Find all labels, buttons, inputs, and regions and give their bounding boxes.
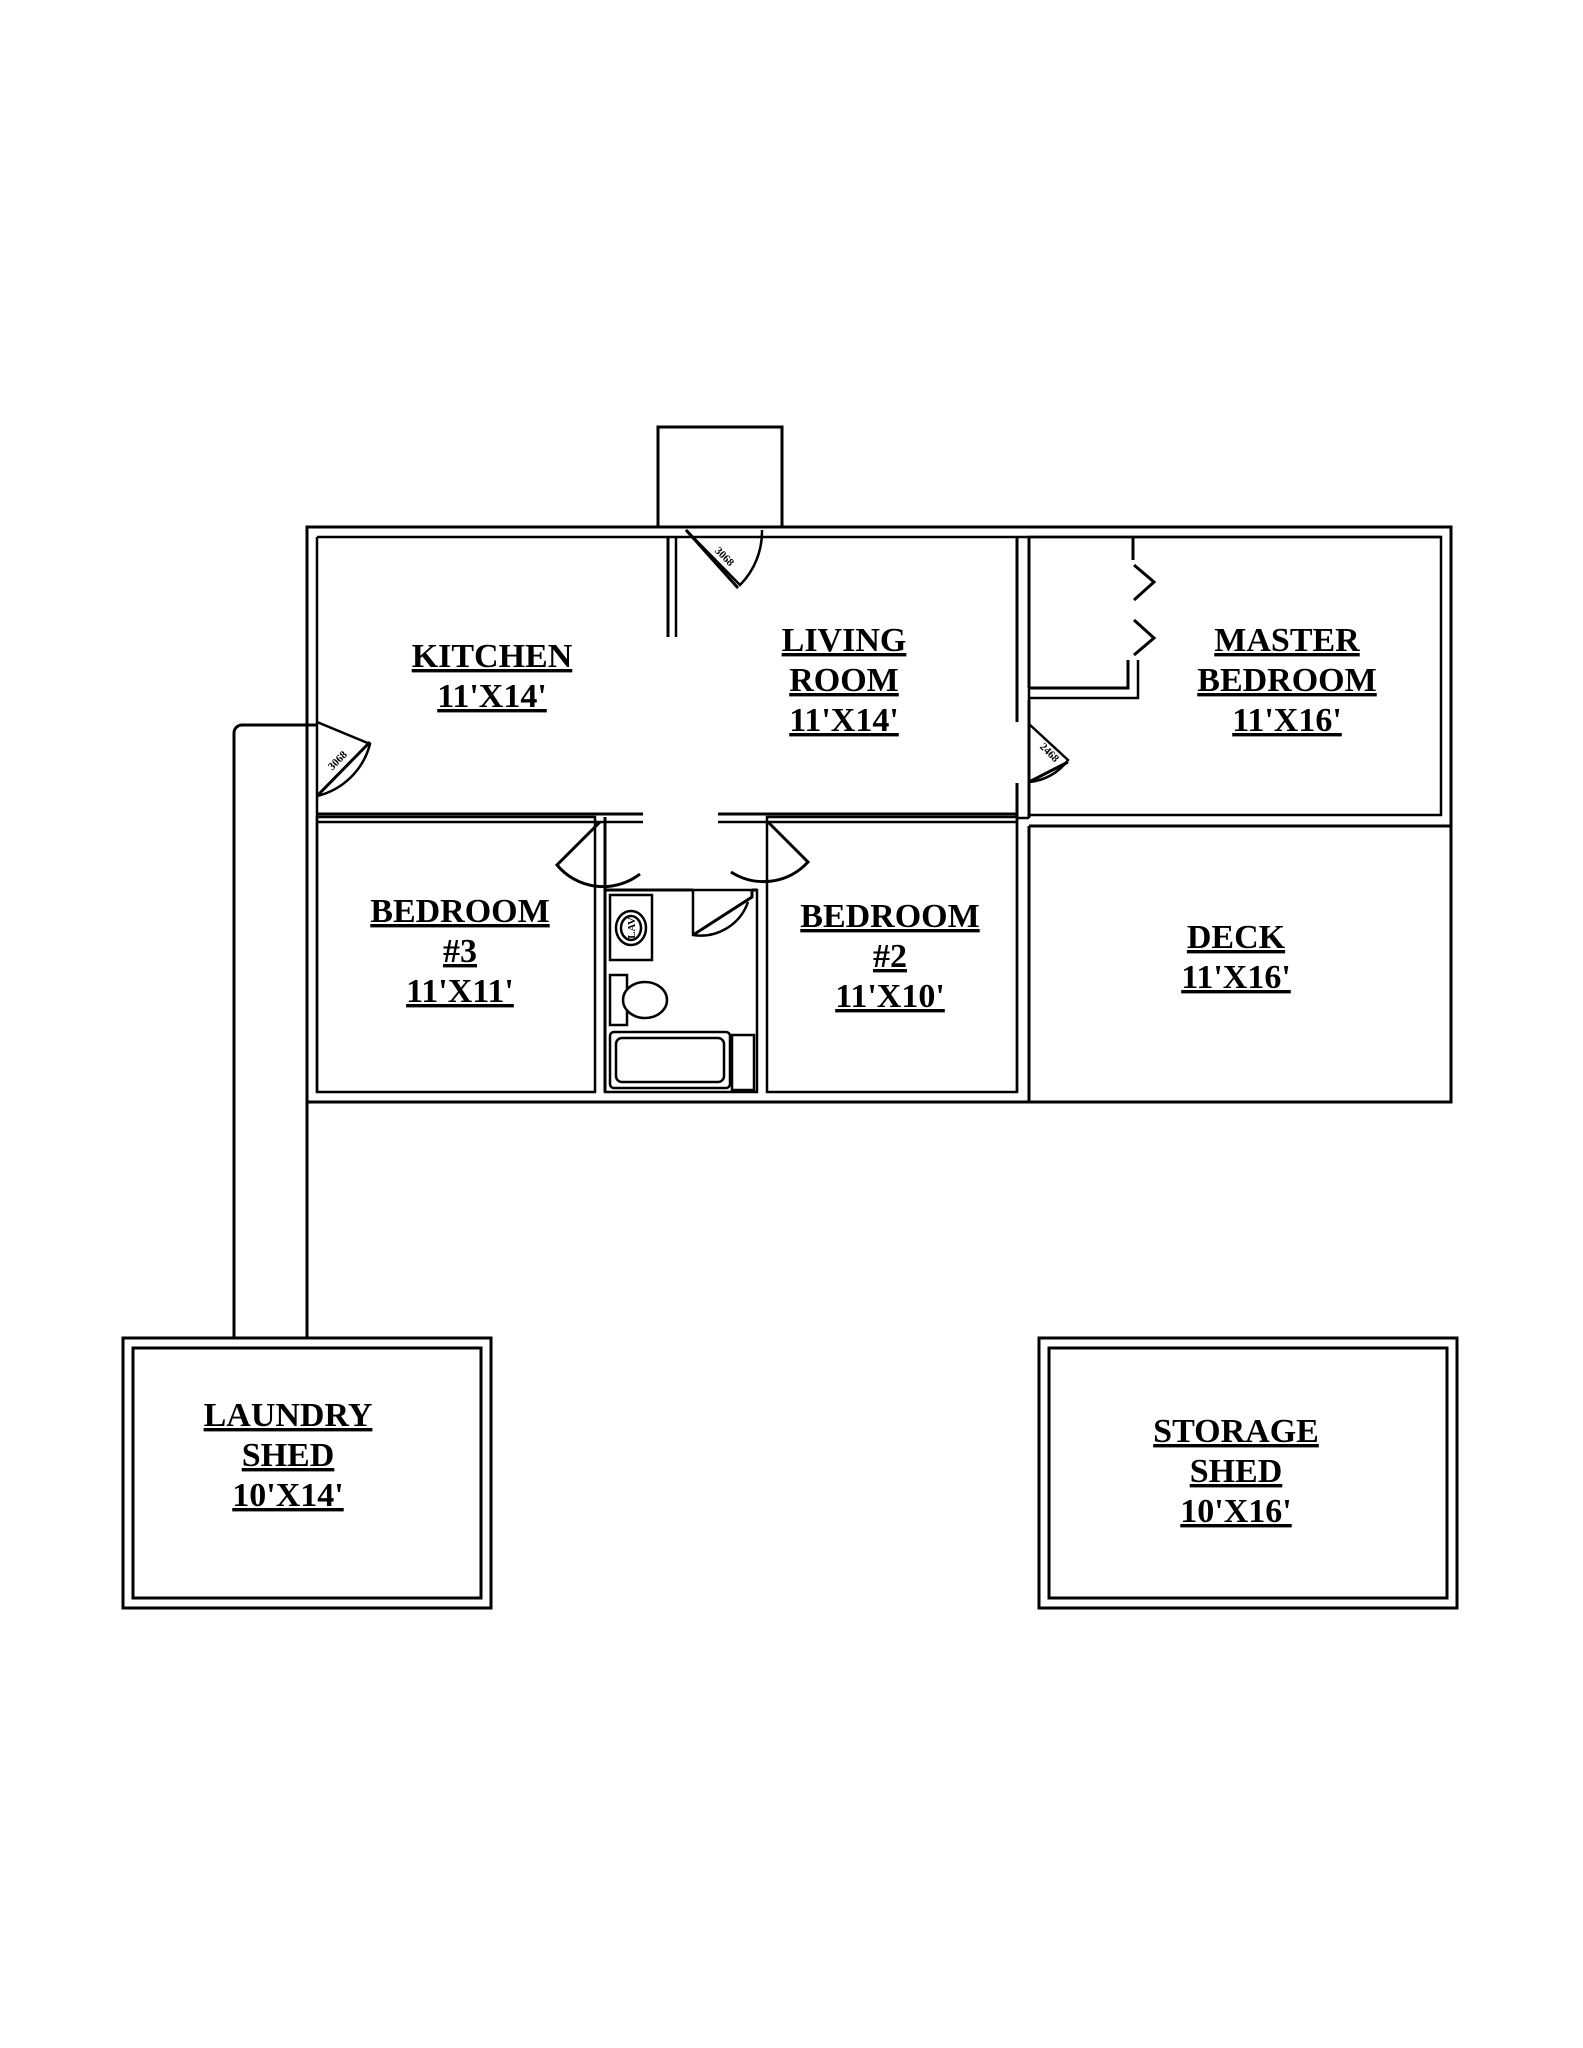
svg-text:SHED: SHED [242, 1437, 335, 1474]
bathtub-inner [614, 1036, 726, 1084]
svg-text:11'X14': 11'X14' [437, 678, 547, 715]
top-porch-box [656, 425, 784, 529]
master-closet-wall-inner [1029, 660, 1140, 700]
side-door-tag: 3068 [326, 749, 350, 773]
svg-text:LAUNDRY: LAUNDRY [204, 1397, 373, 1434]
svg-text:BEDROOM: BEDROOM [1197, 662, 1376, 699]
breezeway-wall-outer [232, 723, 317, 1338]
deck-label: DECK 11'X16' [1181, 919, 1291, 996]
bedroom3-walls [315, 815, 597, 1094]
side-door-swing [316, 720, 372, 798]
storage-shed-outer [1037, 1336, 1459, 1610]
master-bedroom-walls [1027, 535, 1443, 817]
kitchen-label: KITCHEN 11'X14' [412, 638, 573, 715]
closet-door-2 [1132, 618, 1157, 657]
svg-text:11'X11': 11'X11' [406, 973, 514, 1010]
svg-text:11'X10': 11'X10' [835, 978, 945, 1015]
entry-door-tag: 3068 [712, 545, 736, 569]
bedroom3-label: BEDROOM #3 11'X11' [370, 893, 549, 1010]
side-door-leaf [315, 740, 372, 798]
storage-shed-inner [1047, 1346, 1449, 1600]
toilet-bowl [621, 980, 669, 1020]
svg-text:BEDROOM: BEDROOM [370, 893, 549, 930]
svg-text:BEDROOM: BEDROOM [800, 898, 979, 935]
bath-door-arc [691, 890, 750, 937]
linen-shelf [730, 1033, 756, 1092]
svg-text:MASTER: MASTER [1214, 622, 1360, 659]
master-door-leaf [1028, 760, 1069, 784]
master-door-swing [1028, 723, 1070, 784]
bedroom2-label: BEDROOM #2 11'X10' [800, 898, 979, 1015]
svg-text:STORAGE: STORAGE [1153, 1413, 1319, 1450]
bath-door-swing [692, 890, 754, 937]
svg-text:10'X14': 10'X14' [232, 1477, 343, 1514]
svg-text:11'X16': 11'X16' [1181, 959, 1291, 996]
svg-text:#3: #3 [443, 933, 477, 970]
master-door-tag: 2468 [1037, 741, 1061, 765]
svg-text:11'X16': 11'X16' [1232, 702, 1342, 739]
master-bedroom-label: MASTER BEDROOM 11'X16' [1197, 622, 1376, 739]
bedroom3-door-swing [554, 820, 641, 889]
svg-text:DECK: DECK [1187, 919, 1286, 956]
entry-door-leaf [684, 528, 740, 590]
svg-text:11'X14': 11'X14' [789, 702, 899, 739]
living-room-label: LIVING ROOM 11'X14' [782, 622, 907, 739]
svg-text:10'X16': 10'X16' [1180, 1493, 1291, 1530]
svg-text:#2: #2 [873, 938, 907, 975]
laundry-shed-inner [131, 1346, 483, 1600]
bathtub [608, 1030, 732, 1090]
master-closet-wall [1029, 660, 1130, 690]
lavatory-tag: LAV [626, 917, 638, 939]
lavatory-sink-inner [619, 914, 643, 942]
laundry-shed-label: LAUNDRY SHED 10'X14' [204, 1397, 373, 1514]
svg-text:KITCHEN: KITCHEN [412, 638, 573, 675]
entry-door-swing [685, 529, 764, 587]
svg-text:LIVING: LIVING [782, 622, 907, 659]
closet-door-1 [1132, 563, 1157, 602]
svg-text:SHED: SHED [1190, 1453, 1283, 1490]
svg-text:ROOM: ROOM [789, 662, 899, 699]
laundry-shed-outer [121, 1336, 493, 1610]
bedroom2-walls [765, 815, 1019, 1094]
bedroom2-door-swing [730, 820, 811, 884]
storage-shed-label: STORAGE SHED 10'X16' [1153, 1413, 1319, 1530]
house-outer-wall [305, 525, 1453, 1104]
